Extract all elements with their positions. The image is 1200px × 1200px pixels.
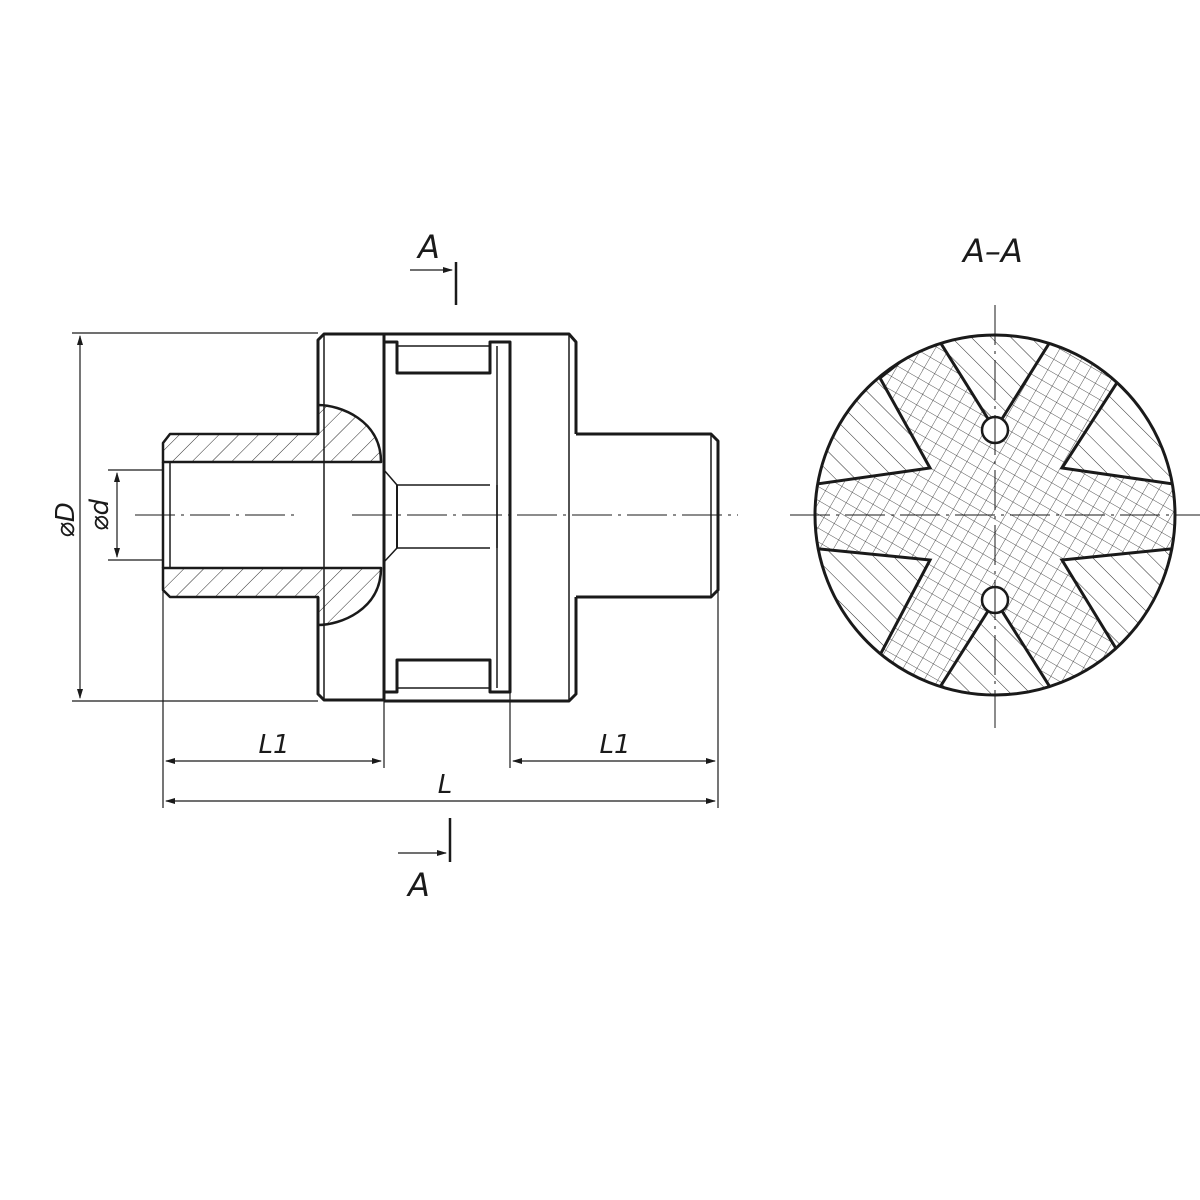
section-title: A–A <box>961 232 1023 270</box>
section-mark-bottom-label: A <box>406 866 430 904</box>
left-flange <box>316 332 386 702</box>
left-hub-lower-section <box>161 566 383 627</box>
dimensions <box>72 332 719 808</box>
left-hub-upper-section <box>161 403 383 464</box>
section-marker-top <box>410 262 458 305</box>
section-marker-bottom <box>398 818 452 862</box>
hub-length-right-label: L1 <box>599 730 630 760</box>
outer-diameter-label: ⌀D <box>51 502 81 538</box>
upper-jaw-slot <box>384 340 512 548</box>
section-mark-top-label: A <box>416 228 440 266</box>
lower-jaw-slot <box>384 485 512 694</box>
right-flange <box>384 332 578 703</box>
hub-length-left-label: L1 <box>258 730 289 760</box>
section-view <box>790 305 1200 728</box>
total-length-label: L <box>438 770 453 800</box>
side-view <box>161 332 720 703</box>
bore-diameter-label: ⌀d <box>85 498 115 531</box>
